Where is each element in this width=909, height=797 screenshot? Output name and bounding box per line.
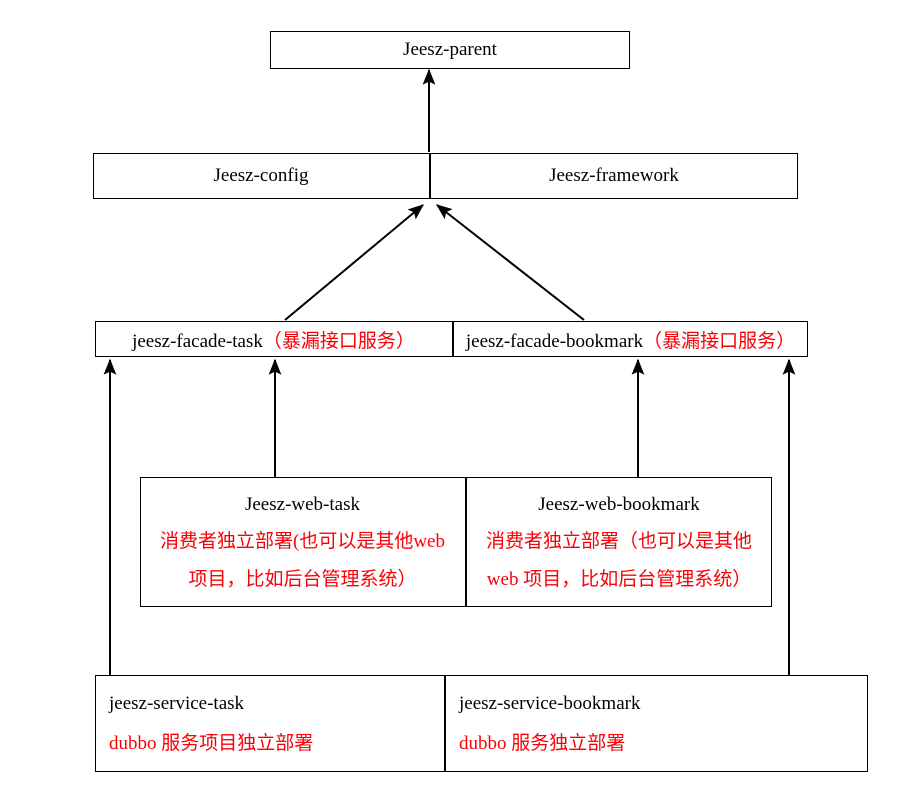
arrow-facade-task-to-core (284, 204, 424, 321)
box-web-row (140, 477, 772, 607)
box-core-row (93, 153, 798, 199)
jeesz-facade-task-label: jeesz-facade-task（暴漏接口服务） (132, 326, 415, 353)
jeesz-web-task-note-line2: 项目，比如后台管理系统） (188, 568, 417, 590)
jeesz-facade-bookmark-name: jeesz-facade-bookmark (465, 330, 644, 352)
arrow-facade-bookmark-to-core (436, 204, 585, 321)
cell-jeesz-web-bookmark[interactable]: Jeesz-web-bookmark 消费者独立部署（也可以是其他 web 项目… (466, 477, 772, 607)
box-jeesz-parent[interactable]: Jeesz-parent (270, 31, 630, 69)
jeesz-web-bookmark-note-line1: 消费者独立部署（也可以是其他 (485, 531, 752, 553)
cell-jeesz-facade-task[interactable]: jeesz-facade-task（暴漏接口服务） (95, 321, 452, 357)
jeesz-framework-label: Jeesz-framework (549, 165, 679, 187)
jeesz-web-bookmark-title: Jeesz-web-bookmark (538, 493, 700, 515)
jeesz-web-bookmark-note-line2: web 项目，比如后台管理系统） (486, 568, 752, 590)
box-service-row (95, 675, 868, 772)
jeesz-facade-task-name: jeesz-facade-task (132, 330, 263, 352)
jeesz-service-bookmark-note: dubbo 服务独立部署 (459, 732, 626, 754)
web-row-divider (465, 477, 467, 607)
cell-jeesz-config[interactable]: Jeesz-config (93, 153, 429, 199)
cell-jeesz-facade-bookmark[interactable]: jeesz-facade-bookmark（暴漏接口服务） (453, 321, 808, 357)
box-facade-row (95, 321, 808, 357)
cell-jeesz-service-bookmark[interactable]: jeesz-service-bookmark dubbo 服务独立部署 (445, 675, 868, 772)
service-row-divider (444, 675, 446, 772)
jeesz-facade-bookmark-label: jeesz-facade-bookmark（暴漏接口服务） (466, 326, 795, 353)
jeesz-parent-label: Jeesz-parent (403, 39, 497, 61)
cell-jeesz-service-task[interactable]: jeesz-service-task dubbo 服务项目独立部署 (95, 675, 444, 772)
jeesz-facade-bookmark-note: （暴漏接口服务） (643, 330, 796, 352)
jeesz-service-task-note: dubbo 服务项目独立部署 (109, 732, 314, 754)
cell-jeesz-web-task[interactable]: Jeesz-web-task 消费者独立部署(也可以是其他web 项目，比如后台… (140, 477, 465, 607)
jeesz-config-label: Jeesz-config (213, 165, 309, 187)
jeesz-web-task-note-line1: 消费者独立部署(也可以是其他web (160, 531, 445, 553)
jeesz-service-task-name: jeesz-service-task (109, 692, 245, 714)
jeesz-service-bookmark-name: jeesz-service-bookmark (459, 692, 641, 714)
core-row-divider (429, 153, 431, 199)
facade-row-divider (452, 321, 454, 357)
jeesz-web-task-title: Jeesz-web-task (244, 493, 360, 515)
jeesz-facade-task-note: （暴漏接口服务） (262, 330, 415, 352)
cell-jeesz-framework[interactable]: Jeesz-framework (430, 153, 798, 199)
